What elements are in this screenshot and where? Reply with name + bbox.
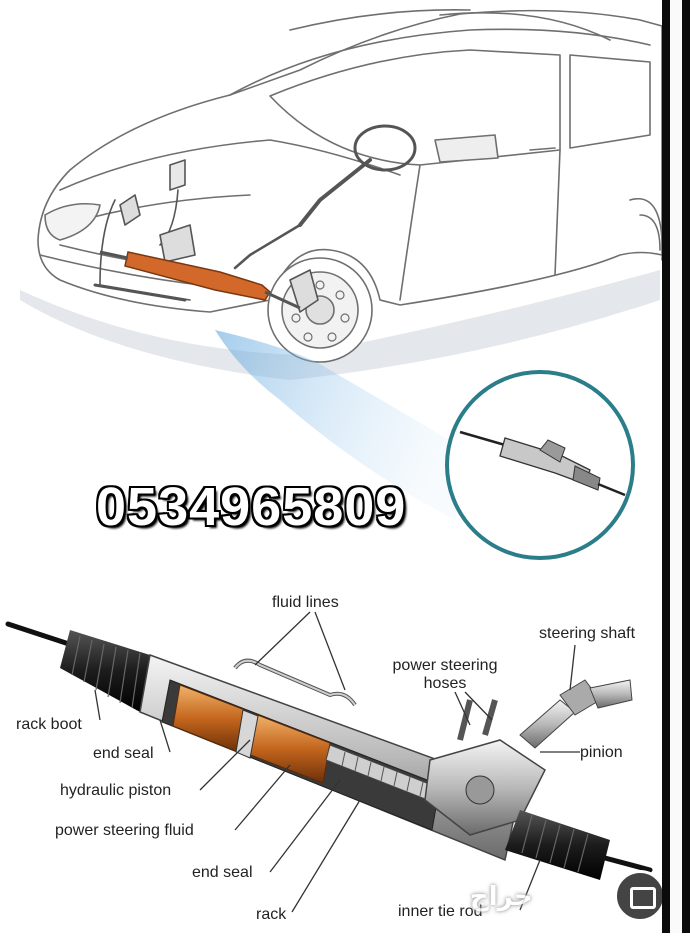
label-steering-shaft: steering shaft — [539, 625, 636, 642]
label-end-seal-1: end seal — [93, 745, 154, 762]
screen-edge — [662, 0, 690, 933]
label-pinion: pinion — [580, 744, 623, 761]
label-end-seal-2: end seal — [192, 864, 253, 881]
phone-number: 0534965809 — [96, 477, 407, 537]
label-inner-tie-rod: inner tie rod — [398, 903, 483, 920]
label-power-steering-hoses-line1: power steering — [392, 657, 498, 674]
camera-icon — [614, 870, 666, 922]
watermark-text: حراج — [470, 882, 533, 912]
rack-cutaway — [5, 621, 653, 880]
label-rack-boot: rack boot — [16, 716, 82, 733]
label-power-steering-hoses-line2: hoses — [423, 675, 467, 692]
label-power-steering-hoses: power steering hoses — [380, 657, 510, 693]
leader-lines — [94, 611, 580, 913]
label-fluid-lines: fluid lines — [272, 594, 339, 611]
rack-callout — [445, 370, 635, 560]
callout-beam — [215, 330, 475, 520]
rack-highlight — [99, 250, 301, 310]
car-illustration — [20, 9, 664, 380]
label-power-steering-fluid: power steering fluid — [55, 822, 194, 839]
label-rack: rack — [256, 906, 287, 923]
label-hydraulic-piston: hydraulic piston — [60, 782, 172, 799]
